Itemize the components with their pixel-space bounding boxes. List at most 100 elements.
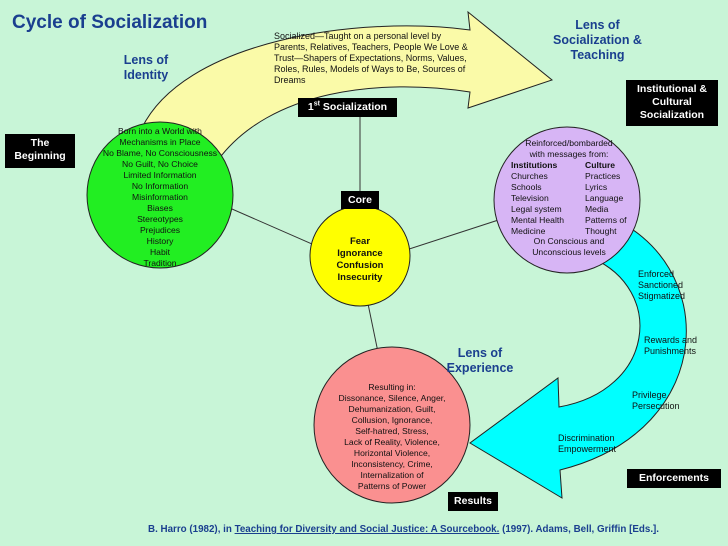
green-circle bbox=[86, 121, 234, 269]
label-first-socialization: 1st Socialization bbox=[298, 98, 397, 117]
institution-item: Schools bbox=[511, 182, 542, 192]
lens-identity: Lens of Identity bbox=[112, 53, 180, 83]
label-line: The bbox=[30, 137, 50, 149]
red-line: Collusion, Ignorance, bbox=[351, 415, 433, 425]
cyan-curved-arrow bbox=[469, 214, 687, 499]
top-arrow-line: Parents, Relatives, Teachers, People We … bbox=[274, 42, 468, 52]
lens-socialization-line: Socialization & bbox=[553, 33, 642, 47]
green-line: No Blame, No Consciousness bbox=[102, 148, 218, 158]
enforced-text: Enforced Sanctioned Stigmatized bbox=[638, 269, 718, 302]
green-line: Biases bbox=[147, 203, 173, 213]
citation-post: (1997). Adams, Bell, Griffin [Eds.]. bbox=[499, 524, 660, 535]
privilege-text: Privilege Persecution bbox=[632, 390, 712, 412]
institution-item: Mental Health bbox=[511, 215, 565, 225]
green-line: History bbox=[146, 236, 174, 246]
label-line: Institutional & bbox=[637, 83, 707, 95]
label-institutional-cultural: Institutional & Cultural Socialization bbox=[626, 80, 718, 126]
red-circle-text: Resulting in: Dissonance, Silence, Anger… bbox=[322, 382, 462, 492]
citation-book-link[interactable]: Teaching for Diversity and Social Justic… bbox=[234, 524, 500, 535]
culture-item: Patterns of bbox=[585, 215, 627, 225]
core-circle-text: Fear Ignorance Confusion Insecurity bbox=[320, 236, 400, 284]
green-line: Habit bbox=[149, 247, 171, 257]
red-line: Patterns of Power bbox=[357, 481, 427, 491]
red-line: Inconsistency, Crime, bbox=[351, 459, 433, 469]
red-line: Lack of Reality, Violence, bbox=[344, 437, 440, 447]
purple-line: with messages from: bbox=[529, 149, 609, 159]
purple-circle-outro: On Conscious and Unconscious levels bbox=[502, 236, 636, 258]
top-arrow-text: Socialized—Taught on a personal level by… bbox=[274, 31, 489, 86]
lens-experience: Lens of Experience bbox=[440, 346, 520, 376]
top-arrow-line: Socialized—Taught on a personal level by bbox=[274, 31, 442, 41]
cyan-line: Sanctioned bbox=[638, 280, 684, 290]
lens-experience-line: Lens of bbox=[457, 346, 503, 360]
cyan-line: Persecution bbox=[632, 401, 680, 411]
purple-circle bbox=[493, 126, 641, 274]
red-line: Internalization of bbox=[360, 470, 424, 480]
cyan-line: Punishments bbox=[644, 346, 697, 356]
top-curved-arrow bbox=[139, 10, 554, 161]
core-line: Confusion bbox=[336, 260, 384, 271]
rewards-text: Rewards and Punishments bbox=[644, 335, 724, 357]
green-line: Born into a World with bbox=[118, 126, 202, 136]
institutions-header: Institutions bbox=[511, 160, 558, 170]
culture-item: Language bbox=[585, 193, 624, 203]
institution-item: Medicine bbox=[511, 226, 546, 236]
cyan-line: Empowerment bbox=[558, 444, 617, 454]
cyan-line: Rewards and bbox=[644, 335, 698, 345]
cyan-line: Stigmatized bbox=[638, 291, 686, 301]
label-results: Results bbox=[448, 492, 498, 511]
green-line: Limited Information bbox=[123, 170, 197, 180]
green-line: Tradition bbox=[143, 258, 177, 268]
discrimination-text: Discrimination Empowerment bbox=[558, 433, 638, 455]
green-line: Misinformation bbox=[132, 192, 188, 202]
red-circle bbox=[313, 346, 471, 504]
lens-socialization-teaching: Lens of Socialization & Teaching bbox=[540, 18, 655, 63]
top-arrow-line: Roles, Rules, Models of Ways to Be, Sour… bbox=[274, 64, 466, 74]
label-line: Beginning bbox=[14, 150, 66, 162]
institution-item: Churches bbox=[511, 171, 548, 181]
purple-line: Reinforced/bombarded bbox=[525, 138, 613, 148]
lens-identity-line: Lens of bbox=[123, 53, 169, 67]
lens-experience-line: Experience bbox=[446, 361, 514, 375]
green-circle-text: Born into a World with Mechanisms in Pla… bbox=[90, 126, 230, 269]
green-line: No Information bbox=[131, 181, 189, 191]
culture-item: Thought bbox=[585, 226, 617, 236]
label-core: Core bbox=[341, 191, 379, 209]
cyan-line: Discrimination bbox=[558, 433, 615, 443]
green-line: Mechanisms in Place bbox=[119, 137, 201, 147]
red-line: Horizontal Violence, bbox=[353, 448, 431, 458]
culture-item: Media bbox=[585, 204, 609, 214]
culture-item: Practices bbox=[585, 171, 621, 181]
red-line: Resulting in: bbox=[368, 382, 416, 392]
label-line: Cultural bbox=[652, 96, 692, 108]
purple-line: Unconscious levels bbox=[532, 247, 606, 257]
purple-line: On Conscious and bbox=[533, 236, 605, 246]
red-line: Dissonance, Silence, Anger, bbox=[338, 393, 446, 403]
green-line: No Guilt, No Choice bbox=[122, 159, 198, 169]
core-line: Fear bbox=[349, 236, 371, 247]
cyan-line: Privilege bbox=[632, 390, 667, 400]
core-line: Ignorance bbox=[337, 248, 383, 259]
lens-identity-line: Identity bbox=[123, 68, 169, 82]
green-line: Stereotypes bbox=[137, 214, 183, 224]
culture-header: Culture bbox=[585, 160, 616, 170]
citation: B. Harro (1982), in Teaching for Diversi… bbox=[148, 524, 659, 535]
citation-pre: B. Harro (1982), in bbox=[148, 524, 235, 535]
top-arrow-line: Dreams bbox=[274, 75, 306, 85]
label-line: Socialization bbox=[639, 109, 705, 121]
institution-item: Legal system bbox=[511, 204, 562, 214]
label-the-beginning: The Beginning bbox=[5, 134, 75, 168]
institution-item: Television bbox=[511, 193, 549, 203]
red-line: Dehumanization, Guilt, bbox=[348, 404, 436, 414]
purple-circle-columns: Institutions Culture Churches Practices … bbox=[511, 160, 645, 237]
purple-circle-intro: Reinforced/bombarded with messages from: bbox=[502, 138, 636, 160]
culture-item: Lyrics bbox=[585, 182, 608, 192]
core-line: Insecurity bbox=[337, 272, 383, 283]
page-title: Cycle of Socialization bbox=[12, 12, 208, 33]
top-arrow-line: Trust—Shapers of Expectations, Norms, Va… bbox=[274, 53, 467, 63]
green-line: Prejudices bbox=[139, 225, 181, 235]
lens-socialization-line: Lens of bbox=[575, 18, 620, 32]
cyan-line: Enforced bbox=[638, 269, 675, 279]
lens-socialization-line: Teaching bbox=[570, 48, 625, 62]
